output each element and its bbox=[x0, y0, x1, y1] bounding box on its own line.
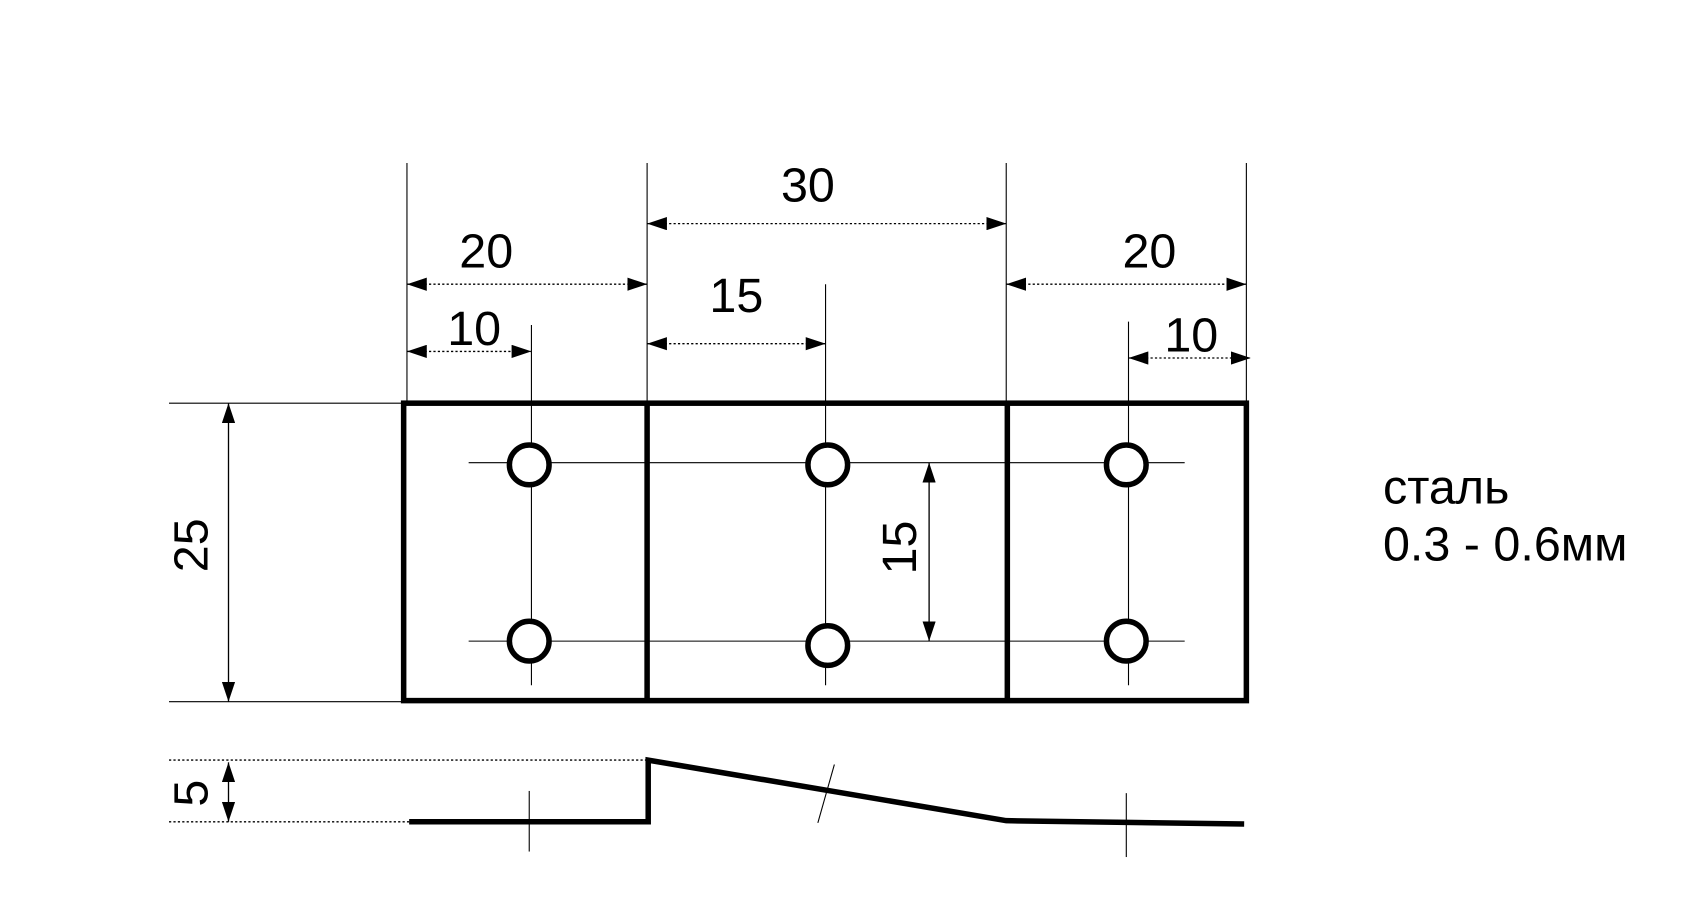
plate-outline bbox=[400, 400, 1250, 704]
dimension-label-middle-section: 30 bbox=[781, 159, 835, 213]
dimension-label-left-hole-offset: 10 bbox=[447, 302, 501, 356]
hole-right-top bbox=[1103, 442, 1149, 488]
hole-left-bottom bbox=[506, 618, 552, 664]
dimension-label-profile-step: 5 bbox=[165, 780, 219, 807]
dimension-label-hole-spacing: 15 bbox=[873, 521, 927, 575]
hole-middle-top bbox=[805, 442, 851, 488]
material-name: сталь bbox=[1383, 460, 1509, 514]
dimension-label-right-section: 20 bbox=[1122, 225, 1176, 279]
dimension-label-right-hole-offset: 10 bbox=[1164, 308, 1218, 362]
dimension-label-left-section: 20 bbox=[459, 225, 513, 279]
dimension-label-middle-hole-offset: 15 bbox=[709, 269, 763, 323]
side-profile-line bbox=[409, 756, 1245, 827]
hole-left-top bbox=[506, 442, 552, 488]
material-thickness: 0.3 - 0.6мм bbox=[1383, 518, 1627, 572]
profile-tick-middle-hole bbox=[817, 764, 835, 824]
hole-right-bottom bbox=[1103, 618, 1149, 664]
hole-middle-bottom bbox=[805, 622, 851, 669]
dimension-label-plate-height: 25 bbox=[165, 518, 219, 572]
